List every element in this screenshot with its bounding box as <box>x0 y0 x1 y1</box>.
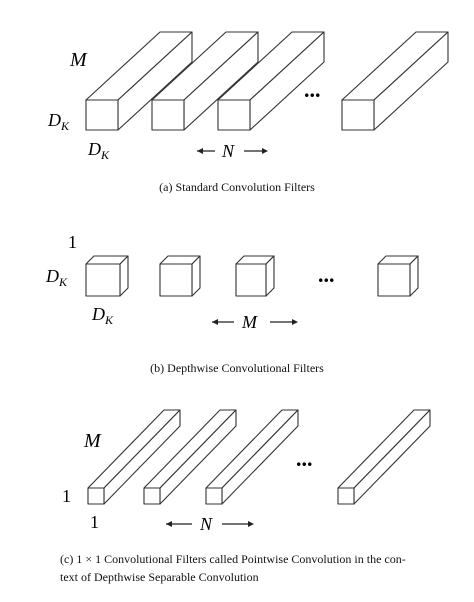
panel-a-filter-3 <box>217 31 325 131</box>
panel-a-depth-label: M <box>69 49 88 71</box>
panel-a-filter-4 <box>341 31 449 131</box>
panel-b-height-label: DK <box>45 266 68 289</box>
panel-c-caption-line-1: (c) 1 × 1 Convolutional Filters called P… <box>60 552 406 566</box>
panel-b-filter-3 <box>235 255 275 297</box>
panel-a-width-label: DK <box>87 139 110 162</box>
panel-c-count-label: N <box>199 514 213 534</box>
panel-c-caption: (c) 1 × 1 Convolutional Filters called P… <box>60 550 430 586</box>
panel-c-filter-group <box>87 409 431 505</box>
panel-a-filter-2 <box>151 31 259 131</box>
panel-b-count-label: M <box>241 312 258 332</box>
panel-a-caption: (a) Standard Convolution Filters <box>159 180 315 194</box>
panel-c-count-arrow <box>166 521 254 527</box>
panel-c-filter-2 <box>143 409 237 505</box>
panel-c-depth-label: M <box>83 430 102 452</box>
panel-b: 1 DK DK M ... <box>45 232 419 332</box>
panel-c-width-label: 1 <box>90 512 99 532</box>
panel-b-filter-2 <box>159 255 201 297</box>
panel-b-count-arrow <box>212 319 298 325</box>
panel-b-width-label: DK <box>91 304 114 327</box>
panel-a-filter-group <box>85 31 449 131</box>
panel-a-count-label: N <box>221 141 235 161</box>
panel-a-filter-1 <box>85 31 193 131</box>
panel-a-height-label: DK <box>47 110 70 133</box>
panel-b-filter-group <box>85 255 419 297</box>
panel-b-depth-label: 1 <box>68 232 77 252</box>
panel-c-height-label: 1 <box>62 486 71 506</box>
panel-c: M 1 1 N ... <box>62 409 431 534</box>
panel-b-caption: (b) Depthwise Convolutional Filters <box>150 361 324 375</box>
panel-a-ellipsis: ... <box>304 77 321 102</box>
panel-c-filter-1 <box>87 409 181 505</box>
panel-b-ellipsis: ... <box>318 262 335 287</box>
panel-c-filter-4 <box>337 409 431 505</box>
panel-b-filter-1 <box>85 255 129 297</box>
panel-a-count-arrow <box>197 148 268 154</box>
panel-c-filter-3 <box>205 409 299 505</box>
panel-c-caption-line-2: text of Depthwise Separable Convolution <box>60 570 259 584</box>
panel-b-filter-4 <box>377 255 419 297</box>
panel-c-ellipsis: ... <box>296 446 313 471</box>
panel-a: M DK DK N ... <box>47 31 449 162</box>
